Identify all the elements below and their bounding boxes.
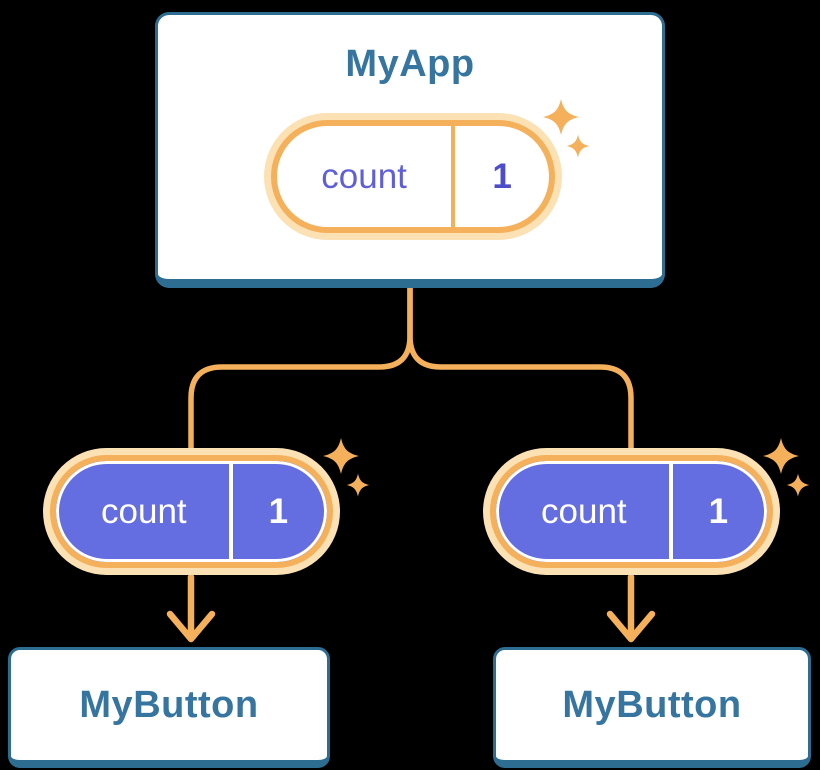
- pill-divider: [451, 126, 456, 227]
- branch-left-line: [188, 285, 413, 452]
- pill-divider: [668, 464, 673, 559]
- arrow-down-icon: [166, 573, 216, 643]
- state-value: 1: [268, 491, 289, 531]
- state-name-label: count: [321, 156, 407, 196]
- pill-divider: [228, 464, 233, 559]
- sparkle-icon: [543, 99, 590, 158]
- root-state-pill: count 1: [264, 113, 562, 240]
- sparkle-icon: [323, 438, 370, 497]
- arrow-down-icon: [606, 573, 656, 643]
- state-name-label: count: [541, 491, 627, 531]
- child-state-pill: count 1: [483, 448, 780, 575]
- root-component-title: MyApp: [345, 43, 475, 85]
- child-component-box: MyButton: [8, 647, 330, 768]
- state-name-label: count: [101, 491, 187, 531]
- child-component-title: MyButton: [562, 683, 742, 726]
- child-component-box: MyButton: [493, 647, 811, 768]
- state-value: 1: [492, 156, 512, 196]
- child-state-pill: count 1: [43, 448, 340, 575]
- sparkle-icon: [763, 438, 810, 497]
- child-component-title: MyButton: [79, 683, 259, 726]
- state-value: 1: [708, 491, 729, 531]
- branch-right-line: [407, 285, 634, 452]
